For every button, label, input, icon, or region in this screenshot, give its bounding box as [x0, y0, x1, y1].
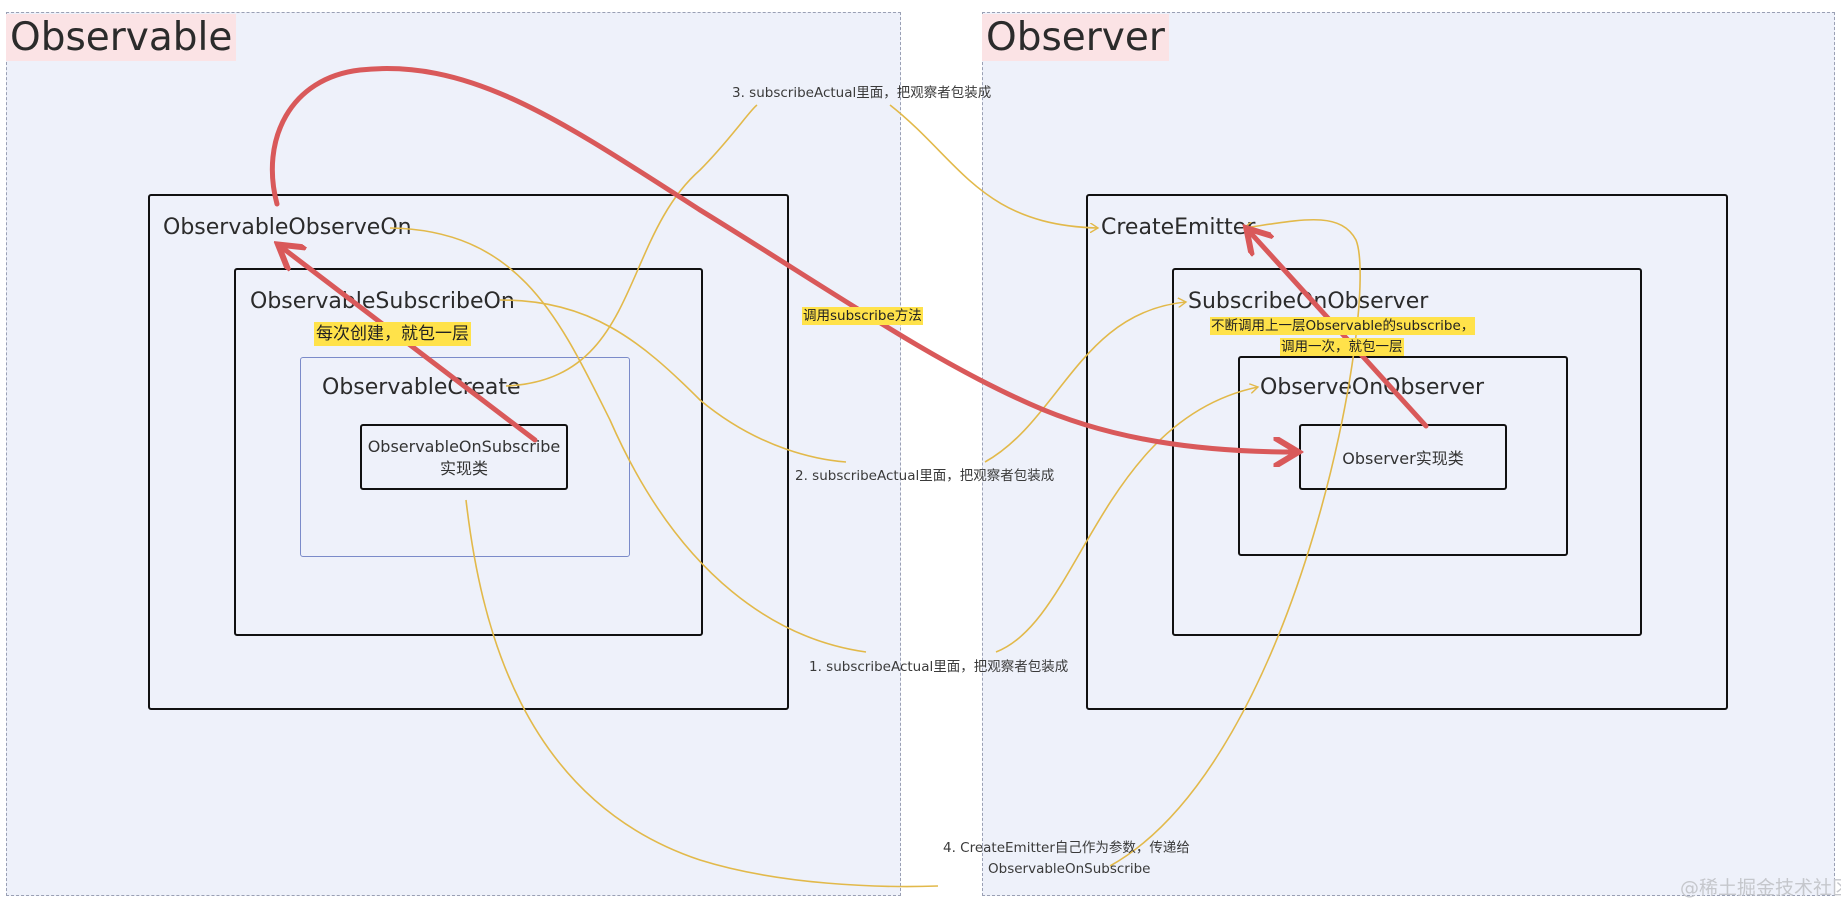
- observable-subscribe-on-label: ObservableSubscribeOn: [250, 289, 515, 314]
- step2-note: 2. subscribeActual里面，把观察者包装成: [795, 468, 1055, 484]
- observable-panel-title: Observable: [6, 14, 237, 61]
- call-subscribe-note: 调用subscribe方法: [802, 307, 923, 325]
- observe-on-observer-label: ObserveOnObserver: [1260, 375, 1485, 400]
- observable-on-subscribe-impl-label-1: ObservableOnSubscribe: [367, 437, 561, 456]
- observable-create-label: ObservableCreate: [322, 375, 521, 400]
- observable-on-subscribe-impl-label-2: 实现类: [439, 459, 488, 478]
- observer-panel-title: Observer: [982, 14, 1169, 61]
- observer-impl-label: Observer实现类: [1342, 449, 1464, 468]
- watermark: @稀土掘金技术社区: [1680, 877, 1841, 899]
- observer-call-note-line-2: 调用一次，就包一层: [1280, 338, 1404, 356]
- observer-call-note-line-1: 不断调用上一层Observable的subscribe，: [1210, 317, 1476, 335]
- wrap-layer-note: 每次创建，就包一层: [314, 322, 471, 346]
- step1-note: 1. subscribeActual里面，把观察者包装成: [809, 659, 1069, 675]
- step4-note-line-1: 4. CreateEmitter自己作为参数，传递给: [943, 840, 1190, 856]
- observer-impl-box: Observer实现类: [1299, 424, 1507, 490]
- subscribe-on-observer-label: SubscribeOnObserver: [1188, 289, 1429, 314]
- observable-on-subscribe-impl-box: ObservableOnSubscribe 实现类: [360, 424, 568, 490]
- create-emitter-label: CreateEmitter: [1101, 215, 1256, 240]
- observable-observe-on-label: ObservableObserveOn: [163, 215, 412, 240]
- step4-note-line-2: ObservableOnSubscribe: [988, 861, 1151, 877]
- step3-note: 3. subscribeActual里面，把观察者包装成: [732, 85, 992, 101]
